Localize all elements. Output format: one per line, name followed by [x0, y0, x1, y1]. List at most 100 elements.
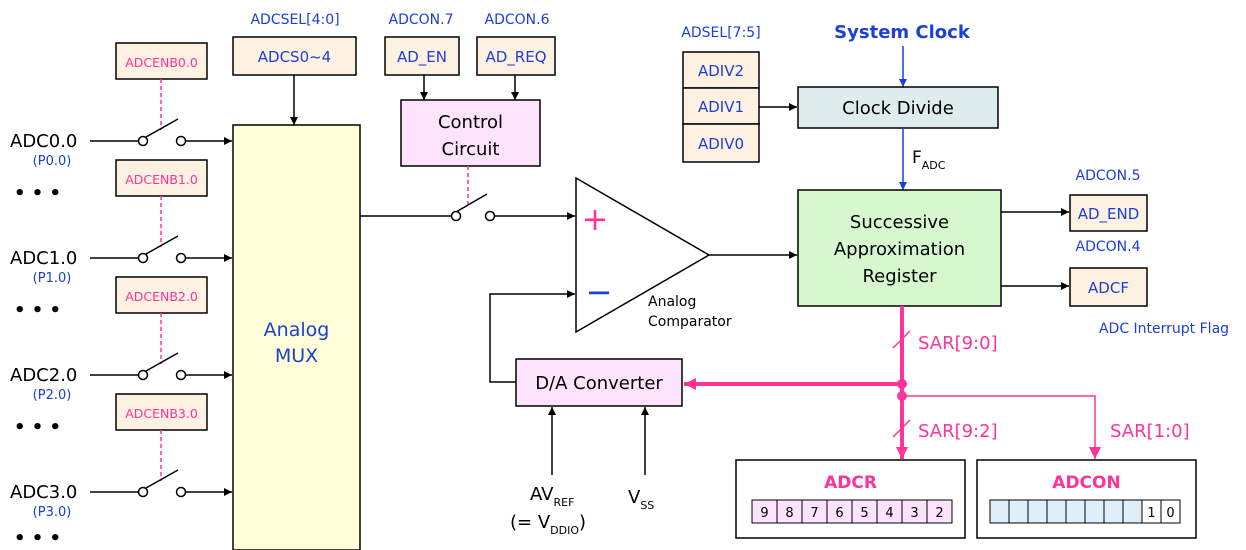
adcs-box: [232, 36, 357, 76]
channel-switch-right-contact: [175, 486, 187, 498]
adcr-title: ADCR: [824, 473, 877, 493]
adcr-bit-label: 5: [860, 506, 868, 521]
adcon5-label: ADCON.5: [1076, 168, 1141, 184]
adiv1-label: ADIV1: [698, 98, 744, 116]
adiv0-label: ADIV0: [698, 135, 744, 153]
adcon-bit-cell: [1008, 499, 1029, 524]
comparator-plus: +: [582, 200, 609, 238]
adcon-bit-cell: [1065, 499, 1086, 524]
adcr-register: [735, 459, 966, 539]
adcon4-label: ADCON.4: [1076, 239, 1141, 255]
input-channels: ADCENB0.0ADC0.0(P0.0)ADCENB1.0ADC1.0(P1.…: [10, 42, 232, 549]
adcsel-label: ADCSEL[4:0]: [250, 12, 339, 28]
adcr-bit-label: 8: [785, 506, 793, 521]
channel-pin: (P3.0): [33, 505, 72, 520]
sar-high-slash: [892, 419, 911, 438]
avref-label: AVREF: [530, 484, 574, 509]
channel-enable-box: [115, 159, 208, 197]
sar-full-label: SAR[9:0]: [918, 333, 998, 354]
channel-switch-left-contact: [137, 135, 149, 147]
adcon-register: [976, 459, 1197, 539]
channel-enable-label: ADCENB0.0: [125, 55, 198, 70]
adcf-label: ADCF: [1088, 279, 1129, 297]
adcon-bit-cell: [1103, 499, 1124, 524]
sar-line2: Approximation: [834, 239, 965, 260]
adcon-bit-label: 0: [1166, 506, 1174, 521]
adcon-bit-cell: [1122, 499, 1143, 524]
comparator-minus: −: [586, 273, 613, 311]
adcon-bit-cell: [989, 499, 1010, 524]
avref-main: AV: [530, 484, 554, 505]
channel-name: ADC3.0: [10, 482, 77, 503]
channel-name: ADC1.0: [10, 248, 77, 269]
control-circuit-line2: Circuit: [442, 139, 500, 160]
continuation-dots: • • •: [14, 183, 61, 204]
adcon7-label: ADCON.7: [389, 12, 454, 28]
adcs-label: ADCS0~4: [258, 48, 331, 66]
sar-high-label: SAR[9:2]: [918, 421, 998, 442]
channel-switch-blade: [145, 352, 179, 372]
adcf-box: [1069, 267, 1148, 307]
adcr-bit-cell: [926, 499, 953, 524]
vss-main: V: [628, 487, 641, 508]
continuation-dots: • • •: [14, 528, 61, 549]
control-circuit-line1: Control: [438, 112, 503, 133]
channel-switch-left-contact: [137, 486, 149, 498]
mux-line1: Analog: [264, 319, 330, 341]
continuation-dots: • • •: [14, 417, 61, 438]
channel-enable-label: ADCENB3.0: [125, 406, 198, 421]
adcr-bit-label: 9: [760, 506, 768, 521]
fadc-main: F: [912, 148, 922, 168]
adcon-bit-cell: [1084, 499, 1105, 524]
ad-end-label: AD_END: [1078, 205, 1140, 224]
adiv2-label: ADIV2: [698, 62, 744, 80]
channel-pin: (P1.0): [33, 271, 72, 286]
dac-box: [515, 358, 683, 407]
sar-line1: Successive: [850, 212, 949, 233]
channel-switch-right-contact: [175, 369, 187, 381]
interrupt-flag-label: ADC Interrupt Flag: [1099, 321, 1229, 337]
ad-end-box: [1069, 194, 1148, 232]
mux-out-switch-left-contact: [450, 210, 462, 222]
adcr-bit-label: 2: [935, 506, 943, 521]
adcon-bit-cell: [1046, 499, 1067, 524]
system-clock-label: System Clock: [834, 22, 971, 43]
adcon-bit-cell: [1027, 499, 1048, 524]
channel-enable-label: ADCENB2.0: [125, 289, 198, 304]
channel-switch-left-contact: [137, 369, 149, 381]
vss-label: VSS: [628, 487, 654, 512]
mux-line2: MUX: [275, 345, 318, 367]
avref-eq-suffix: ): [579, 512, 586, 533]
clock-divide-box: [797, 86, 999, 129]
avref-eq-label: (= VDDIO): [510, 512, 586, 537]
control-circuit-box: [400, 99, 541, 167]
comparator-label-line1: Analog: [648, 294, 696, 310]
sar-line3: Register: [862, 266, 937, 287]
bus-junction-upper: [897, 379, 907, 389]
continuation-dots: • • •: [14, 300, 61, 321]
adcon-title: ADCON: [1052, 473, 1120, 493]
ad-en-box: [384, 36, 460, 76]
sar-box: [797, 189, 1002, 307]
fadc-label: FADC: [912, 148, 946, 172]
comparator-label-line2: Comparator: [648, 314, 732, 330]
fadc-sub: ADC: [922, 159, 946, 172]
channel-switch-blade: [145, 118, 179, 138]
analog-comparator: [575, 176, 711, 334]
channel-switch-blade: [145, 235, 179, 255]
vss-sub: SS: [640, 499, 654, 512]
channel-switch-blade: [145, 469, 179, 489]
channel-enable-box: [115, 42, 208, 80]
dac-feedback-wire: [489, 290, 575, 383]
ad-req-label: AD_REQ: [485, 48, 546, 67]
ad-en-label: AD_EN: [397, 48, 447, 67]
adcon-bit-cell: [1160, 499, 1181, 524]
adcr-bit-label: 7: [810, 506, 818, 521]
adsel-label: ADSEL[7:5]: [681, 25, 760, 41]
